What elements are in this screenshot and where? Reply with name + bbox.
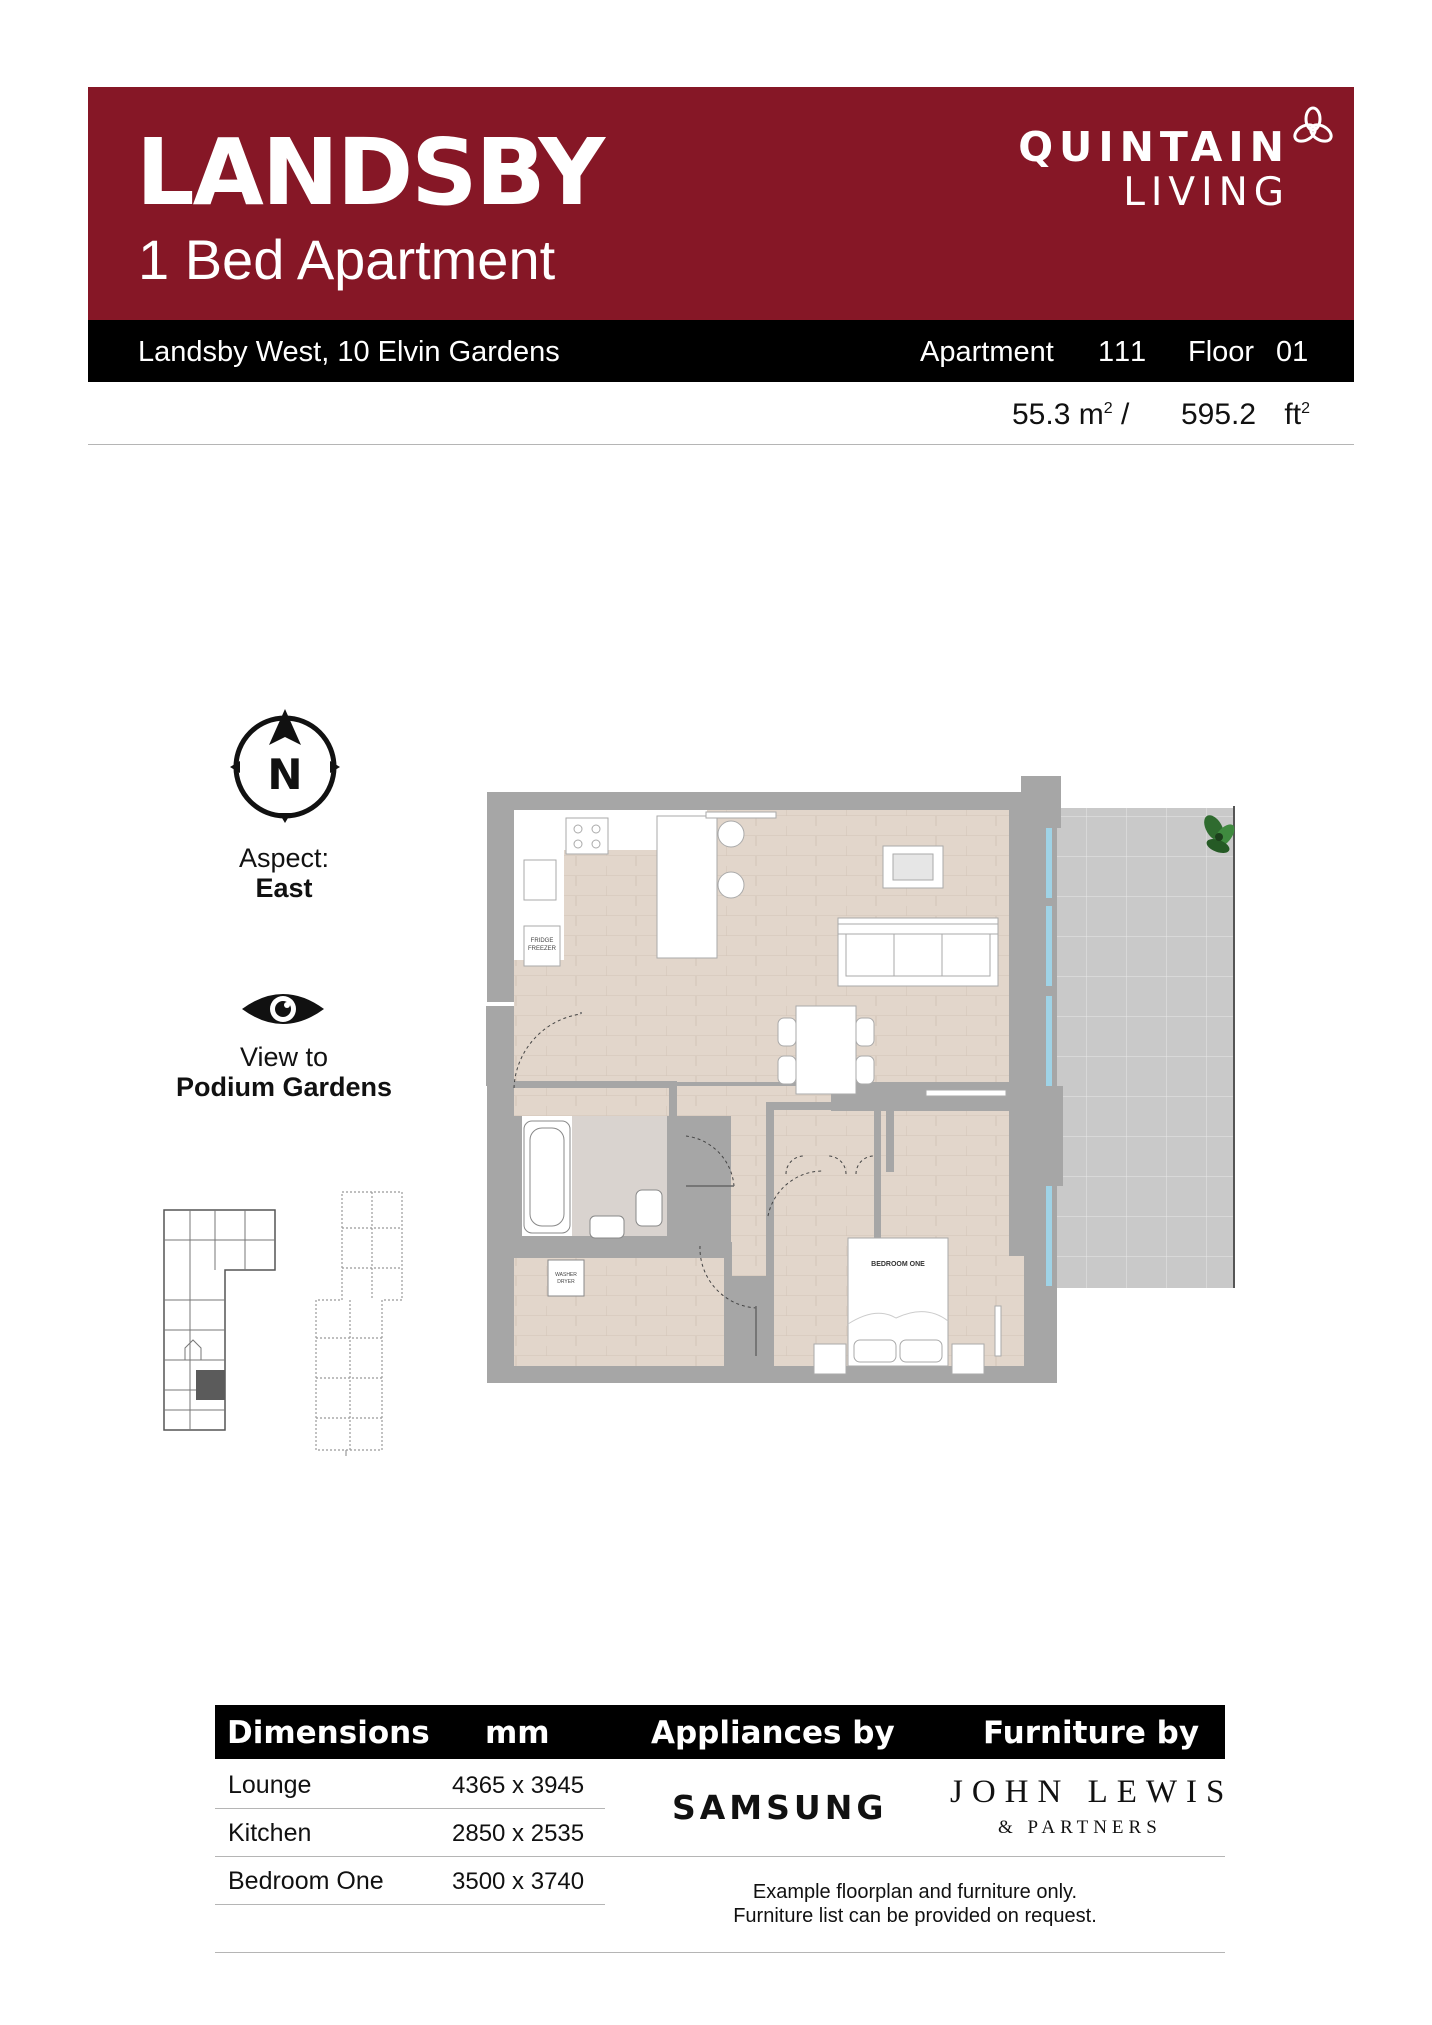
disclaimer-line-2: Furniture list can be provided on reques… bbox=[733, 1905, 1097, 1927]
view-label: View to bbox=[239, 1042, 329, 1072]
area-sqft-value: 595.2 bbox=[1181, 398, 1257, 431]
table-rule bbox=[215, 1808, 605, 1809]
washer-label-1: WASHER bbox=[555, 1272, 577, 1278]
north-letter: N bbox=[267, 750, 302, 799]
john-lewis-logo: JOHN LEWIS bbox=[950, 1774, 1234, 1810]
floor-label: Floor bbox=[1188, 336, 1255, 368]
address: Landsby West, 10 Elvin Gardens bbox=[138, 336, 560, 368]
table-row-size: 4365 x 3945 bbox=[452, 1772, 585, 1799]
development-name: LANDSBY bbox=[136, 119, 605, 226]
disclaimer-line-1: Example floorplan and furniture only. bbox=[752, 1881, 1078, 1903]
apartment-number: 111 bbox=[1098, 336, 1149, 368]
header-dimensions: Dimensions bbox=[227, 1715, 430, 1751]
floor-number: 01 bbox=[1276, 336, 1309, 368]
aspect-value: East bbox=[255, 873, 313, 903]
samsung-logo: SAMSUNG bbox=[672, 1788, 888, 1827]
area-sqft-sup: 2 bbox=[1301, 400, 1310, 417]
logo-quintain-text: QUINTAIN bbox=[1018, 123, 1290, 171]
fridge-label-1: FRIDGE bbox=[531, 938, 554, 944]
bedroom-floor bbox=[881, 1111, 1009, 1261]
floor-plan: FRIDGE FREEZER WASHER DRYER BEDROO bbox=[486, 776, 1235, 1383]
north-compass-icon: N bbox=[230, 709, 340, 823]
info-bar: Landsby West, 10 Elvin Gardens Apartment… bbox=[88, 320, 1354, 382]
table-row-size: 2850 x 2535 bbox=[452, 1820, 585, 1847]
apartment-type: 1 Bed Apartment bbox=[138, 228, 556, 291]
terrace bbox=[1051, 808, 1233, 1288]
table-rule bbox=[215, 1904, 605, 1905]
aspect-label: Aspect: bbox=[238, 843, 330, 873]
utility bbox=[514, 1258, 728, 1366]
logo-living-text: LIVING bbox=[1123, 170, 1290, 215]
bottom-rule bbox=[215, 1952, 1225, 1953]
table-header: Dimensions mm Appliances by Furniture by bbox=[215, 1705, 1225, 1759]
area-sqft-unit: ft bbox=[1284, 398, 1302, 431]
header-banner: LANDSBY 1 Bed Apartment QUINTAIN LIVING bbox=[88, 87, 1354, 320]
area-sqm-value: 55.3 bbox=[1012, 398, 1071, 431]
trefoil-logo-icon bbox=[1293, 106, 1333, 143]
area-sqft: 595.2 ft2 bbox=[1181, 398, 1310, 432]
building-key-plan-dotted bbox=[315, 1191, 403, 1456]
plant-icon bbox=[1204, 815, 1235, 853]
header-appliances: Appliances by bbox=[651, 1715, 895, 1751]
table-row-room: Lounge bbox=[228, 1771, 312, 1799]
table-rule bbox=[215, 1856, 1225, 1857]
area-separator: / bbox=[1120, 398, 1130, 431]
header-mm: mm bbox=[485, 1715, 550, 1751]
view-value: Podium Gardens bbox=[175, 1072, 393, 1102]
view-eye-icon bbox=[242, 994, 324, 1024]
building-key-plan bbox=[163, 1209, 276, 1431]
divider bbox=[88, 444, 1354, 445]
area-sqm: 55.3 m2 / bbox=[1012, 398, 1129, 432]
area-sqm-unit: m bbox=[1078, 398, 1104, 431]
area-sqm-sup: 2 bbox=[1103, 400, 1113, 417]
table-row-room: Bedroom One bbox=[228, 1867, 384, 1895]
washer-label-2: DRYER bbox=[557, 1279, 575, 1285]
apartment-location-marker bbox=[196, 1370, 225, 1400]
table-row-size: 3500 x 3740 bbox=[452, 1868, 585, 1895]
header-furniture: Furniture by bbox=[983, 1715, 1200, 1751]
table-row-room: Kitchen bbox=[228, 1819, 312, 1847]
john-lewis-partners: & PARTNERS bbox=[998, 1817, 1162, 1838]
fridge-label-2: FREEZER bbox=[528, 946, 557, 952]
apartment-label: Apartment bbox=[920, 336, 1054, 368]
bedroom-label: BEDROOM ONE bbox=[871, 1261, 925, 1268]
